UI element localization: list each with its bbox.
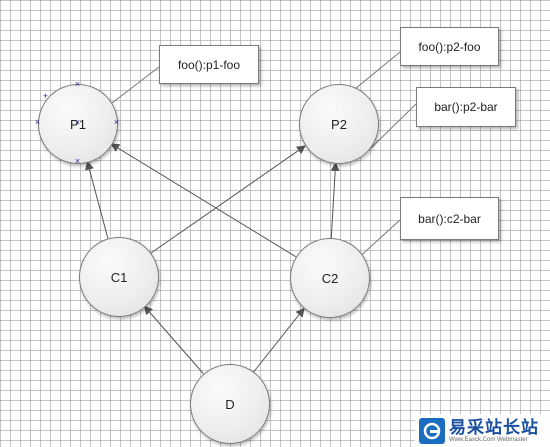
selection-handle-top-left[interactable]: +	[42, 91, 49, 101]
note-text-p2-foo: foo():p2-foo	[418, 39, 481, 54]
node-label-d: D	[225, 396, 235, 412]
note-text-c2-bar: bar():c2-bar	[418, 211, 481, 226]
node-label-p1: P1	[70, 116, 86, 132]
note-connector-p1-foo	[111, 66, 160, 104]
class-node-p1[interactable]: P1	[38, 84, 118, 164]
node-label-p2: P2	[331, 116, 347, 132]
inheritance-arrow-d-c2[interactable]	[252, 307, 305, 373]
inheritance-arrow-c2-p1[interactable]	[110, 143, 296, 258]
selection-handle-center[interactable]: ×	[74, 117, 81, 127]
class-node-p2[interactable]: P2	[299, 84, 379, 164]
node-label-c1: C1	[110, 269, 128, 285]
note-text-p2-bar: bar():p2-bar	[434, 100, 498, 114]
note-p2-foo[interactable]: foo():p2-foo	[400, 27, 499, 66]
note-connector-p2-foo	[354, 51, 401, 90]
inheritance-arrow-c1-p2[interactable]	[149, 145, 306, 255]
selection-handle-top[interactable]: ×	[74, 79, 81, 89]
site-watermark: 易采站长站 Www.Easck.Com Webmaster	[415, 414, 550, 447]
inheritance-arrow-d-c1[interactable]	[143, 305, 204, 374]
watermark-subtitle: Www.Easck.Com Webmaster	[449, 436, 528, 443]
inheritance-arrow-c2-p2[interactable]	[330, 162, 340, 239]
brand-logo-icon	[419, 417, 445, 444]
note-connector-c2-bar	[355, 219, 401, 261]
note-p1-foo[interactable]: foo():p1-foo	[159, 45, 259, 84]
note-p2-bar[interactable]: bar():p2-bar	[416, 87, 516, 127]
note-connector-p2-bar	[370, 103, 417, 149]
class-node-c1[interactable]: C1	[79, 237, 159, 317]
class-node-d[interactable]: D	[190, 364, 270, 444]
note-c2-bar[interactable]: bar():c2-bar	[400, 197, 499, 240]
note-text-p1-foo: foo():p1-foo	[177, 57, 241, 72]
selection-handle-right[interactable]: ×	[113, 117, 120, 127]
selection-handle-left[interactable]: ×	[34, 117, 41, 127]
watermark-brand: 易采站长站	[449, 417, 539, 437]
inheritance-arrow-c1-p1[interactable]	[85, 160, 109, 239]
node-label-c2: C2	[321, 270, 339, 286]
class-node-c2[interactable]: C2	[290, 238, 370, 318]
selection-handle-bottom[interactable]: ×	[74, 156, 81, 166]
